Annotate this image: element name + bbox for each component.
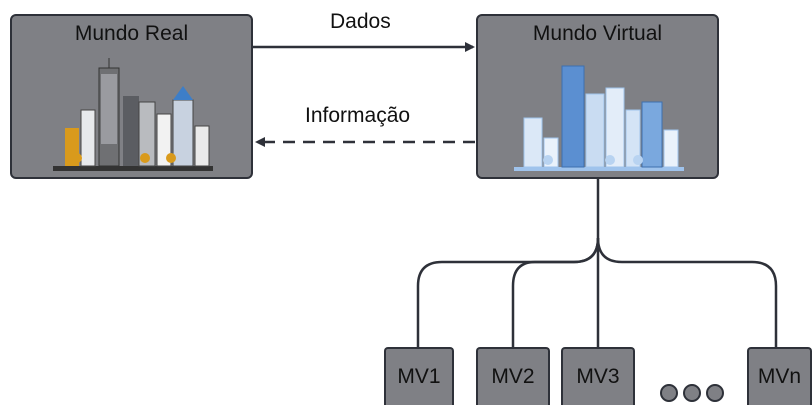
virtual-city-illustration (514, 65, 684, 171)
ellipsis-dot-1 (660, 384, 678, 402)
ellipsis-dot-3 (706, 384, 724, 402)
real-world-title: Mundo Real (74, 22, 189, 45)
tree-connector (416, 177, 778, 347)
virtual-world-node: Mundo Virtual (476, 14, 719, 179)
virtual-world-title: Mundo Virtual (532, 22, 663, 45)
virtual-model-node-n: MVn (747, 347, 812, 405)
virtual-model-node-3: MV3 (561, 347, 635, 405)
virtual-model-node-2: MV2 (476, 347, 550, 405)
virtual-model-node-1: MV1 (384, 347, 454, 405)
information-flow-label: Informação (305, 104, 411, 127)
ellipsis-dot-2 (683, 384, 701, 402)
data-flow-label: Dados (330, 10, 391, 33)
real-city-illustration (53, 58, 213, 171)
real-world-node: Mundo Real (10, 14, 253, 179)
